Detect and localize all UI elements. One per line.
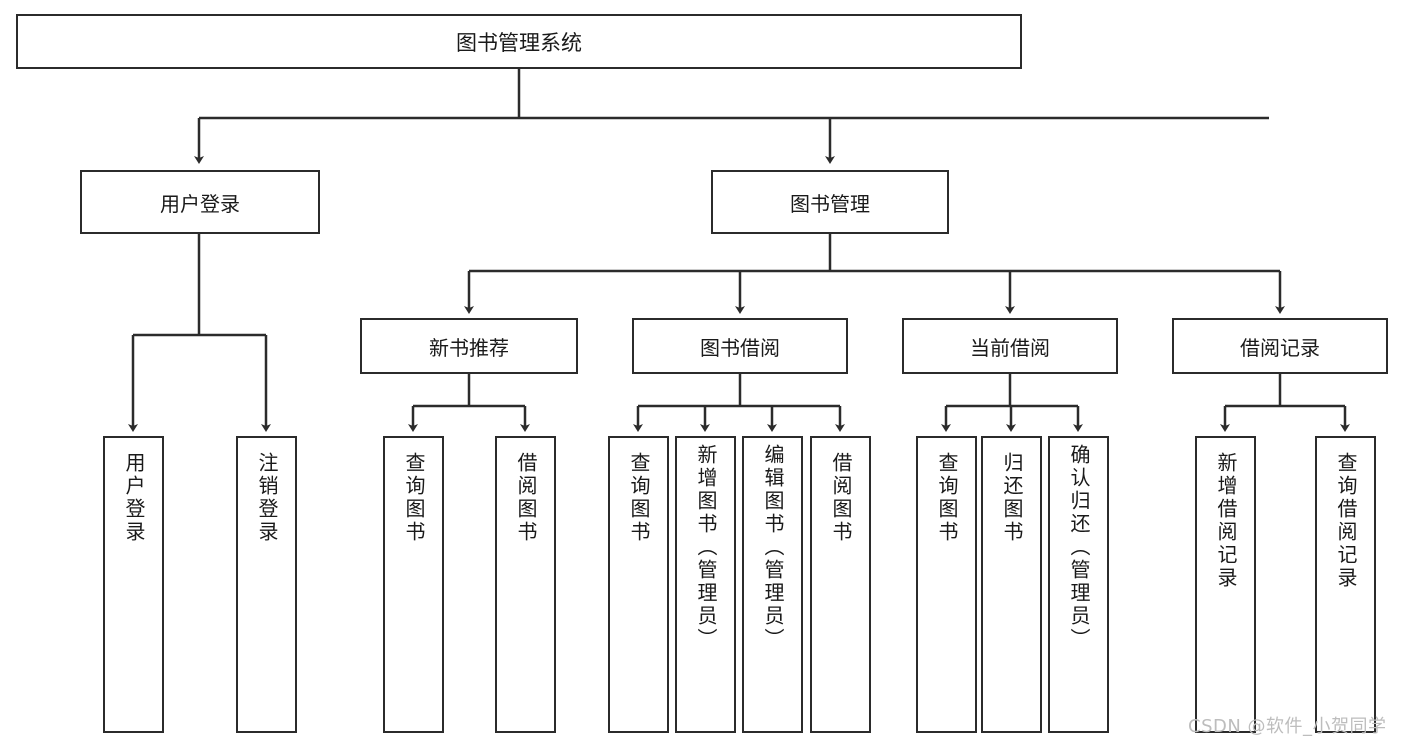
node-book-management[interactable]: 图书管理 (711, 170, 949, 234)
leaf-record-query-record[interactable]: 查询借阅记录 (1315, 436, 1376, 733)
node-label: 注销登录 (255, 452, 279, 544)
leaf-current-return-book[interactable]: 归还图书 (981, 436, 1042, 733)
node-label: 查询借阅记录 (1334, 452, 1358, 590)
node-label: 用户登录 (122, 452, 146, 544)
leaf-current-confirm-return-admin[interactable]: 确认归还（管理员） (1048, 436, 1109, 733)
node-label: 新书推荐 (429, 335, 509, 360)
node-label: 新增借阅记录 (1214, 452, 1238, 590)
leaf-recommend-borrow-book[interactable]: 借阅图书 (495, 436, 556, 733)
leaf-user-login[interactable]: 用户登录 (103, 436, 164, 733)
node-label: 查询图书 (935, 452, 959, 544)
node-label: 新增图书（管理员） (694, 444, 718, 651)
leaf-logout[interactable]: 注销登录 (236, 436, 297, 733)
leaf-record-add-record[interactable]: 新增借阅记录 (1195, 436, 1256, 733)
node-root-system[interactable]: 图书管理系统 (16, 14, 1022, 69)
node-label: 确认归还（管理员） (1067, 444, 1091, 651)
node-label: 查询图书 (627, 452, 651, 544)
leaf-current-query-book[interactable]: 查询图书 (916, 436, 977, 733)
node-label: 借阅图书 (514, 452, 538, 544)
node-label: 借阅图书 (829, 452, 853, 544)
node-label: 用户登录 (160, 191, 240, 216)
node-borrow-record[interactable]: 借阅记录 (1172, 318, 1388, 374)
node-current-borrow[interactable]: 当前借阅 (902, 318, 1118, 374)
leaf-borrow-add-book-admin[interactable]: 新增图书（管理员） (675, 436, 736, 733)
leaf-borrow-edit-book-admin[interactable]: 编辑图书（管理员） (742, 436, 803, 733)
node-new-book-recommend[interactable]: 新书推荐 (360, 318, 578, 374)
node-label: 图书借阅 (700, 335, 780, 360)
node-label: 编辑图书（管理员） (761, 444, 785, 651)
leaf-recommend-query-book[interactable]: 查询图书 (383, 436, 444, 733)
node-book-borrow[interactable]: 图书借阅 (632, 318, 848, 374)
node-user-login[interactable]: 用户登录 (80, 170, 320, 234)
node-label: 归还图书 (1000, 452, 1024, 544)
node-label: 图书管理系统 (456, 30, 582, 55)
leaf-borrow-borrow-book[interactable]: 借阅图书 (810, 436, 871, 733)
node-label: 图书管理 (790, 191, 870, 216)
node-label: 当前借阅 (970, 335, 1050, 360)
node-label: 借阅记录 (1240, 335, 1320, 360)
leaf-borrow-query-book[interactable]: 查询图书 (608, 436, 669, 733)
node-label: 查询图书 (402, 452, 426, 544)
watermark-text: CSDN @软件_小贺同学 (1188, 716, 1387, 737)
